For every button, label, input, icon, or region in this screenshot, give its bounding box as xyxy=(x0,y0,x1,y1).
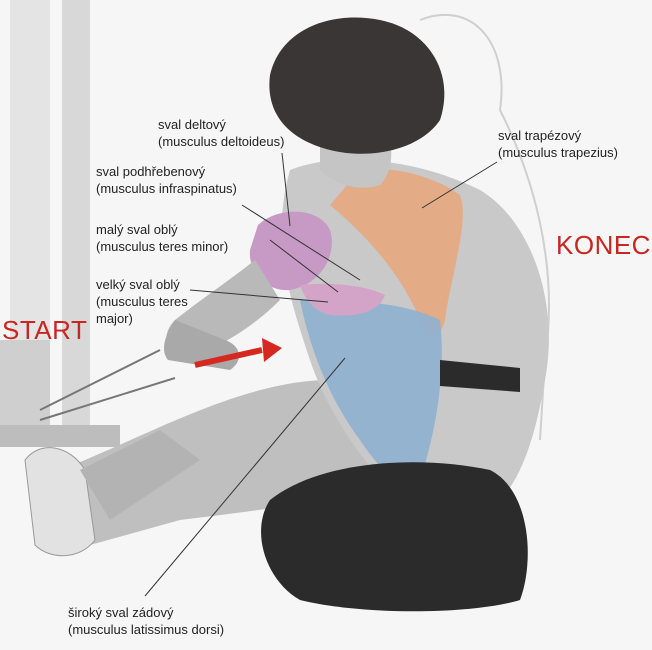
label-teres-major: velký sval oblý (musculus teres major) xyxy=(96,277,188,326)
latissimus-muscle xyxy=(300,300,442,483)
motion-arrow-head xyxy=(262,338,282,362)
cable xyxy=(39,349,161,411)
end-label: KONEC xyxy=(556,230,651,260)
trapezius-muscle xyxy=(330,169,463,337)
shin xyxy=(80,430,200,520)
leader-teres-major xyxy=(189,289,329,303)
motion-arrow-shaft xyxy=(194,347,263,368)
shorts xyxy=(261,462,528,612)
shoe xyxy=(24,447,96,557)
leader-teres-minor xyxy=(269,239,339,293)
machine-column xyxy=(62,0,90,430)
teres-muscle xyxy=(300,283,385,316)
leader-deltoid xyxy=(281,152,291,227)
end-position-outline xyxy=(419,14,550,441)
machine-base xyxy=(0,425,120,447)
label-infraspinatus: sval podhřebenový (musculus infraspinatu… xyxy=(96,164,237,196)
label-trapezius: sval trapézový (musculus trapezius) xyxy=(498,128,618,160)
label-deltoid: sval deltový (musculus deltoideus) xyxy=(158,117,285,149)
bra-strap xyxy=(440,360,520,392)
thigh xyxy=(60,380,406,545)
label-latissimus: široký sval zádový (musculus latissimus … xyxy=(68,605,225,637)
label-teres-minor: malý sval oblý (musculus teres minor) xyxy=(96,222,229,254)
leader-latissimus xyxy=(144,357,346,597)
leader-infraspinatus xyxy=(241,204,361,281)
cable-lower xyxy=(39,377,176,421)
start-label: START xyxy=(2,315,88,345)
hair xyxy=(269,17,445,154)
weight-stack xyxy=(0,340,50,430)
leader-trapezius xyxy=(421,161,498,209)
deltoid-muscle xyxy=(249,211,332,291)
